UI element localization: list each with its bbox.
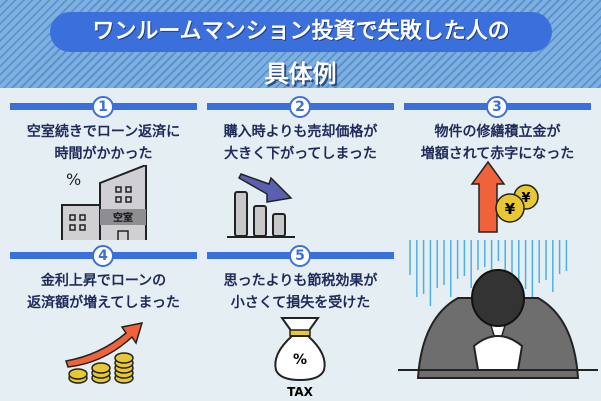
card-text: 購入時よりも売却価格が大きく下がってしまった (223, 124, 378, 162)
card-number: 4 (92, 245, 114, 267)
card-number: 2 (289, 96, 311, 118)
svg-text:¥: ¥ (521, 191, 530, 206)
page-subtitle: 具体例 (264, 60, 337, 88)
rising-arrow-yen-coins-icon: ¥ ¥ (470, 160, 539, 233)
card-text: 物件の修繕積立金が増額されて赤字になった (420, 124, 575, 162)
svg-text:TAX: TAX (287, 385, 314, 398)
page-title: ワンルームマンション投資で失敗した人の (50, 12, 552, 52)
svg-text:空室: 空室 (113, 211, 133, 224)
declining-bar-chart-icon (227, 173, 295, 238)
card-number: 1 (92, 96, 114, 118)
svg-text:¥: ¥ (505, 200, 516, 218)
card-number: 3 (486, 96, 508, 118)
card-text: 思ったよりも節税効果が小さくて損失を受けた (223, 273, 378, 311)
card-number: 5 (289, 245, 311, 267)
svg-text:%: % (66, 170, 81, 189)
header-banner: ワンルームマンション投資で失敗した人の 具体例 (0, 0, 601, 88)
card-text: 空室続きでローン返済に時間がかかった (26, 124, 181, 162)
vacant-building-icon: % 空室 (61, 165, 147, 240)
rising-arrow-coin-stacks-icon (65, 322, 144, 384)
svg-text:%: % (293, 352, 307, 368)
tax-bag-icon: % TAX (274, 317, 326, 398)
card-text: 金利上昇でローンの返済額が増えてしまった (27, 273, 180, 311)
depressed-businessman-illustration (398, 240, 598, 379)
